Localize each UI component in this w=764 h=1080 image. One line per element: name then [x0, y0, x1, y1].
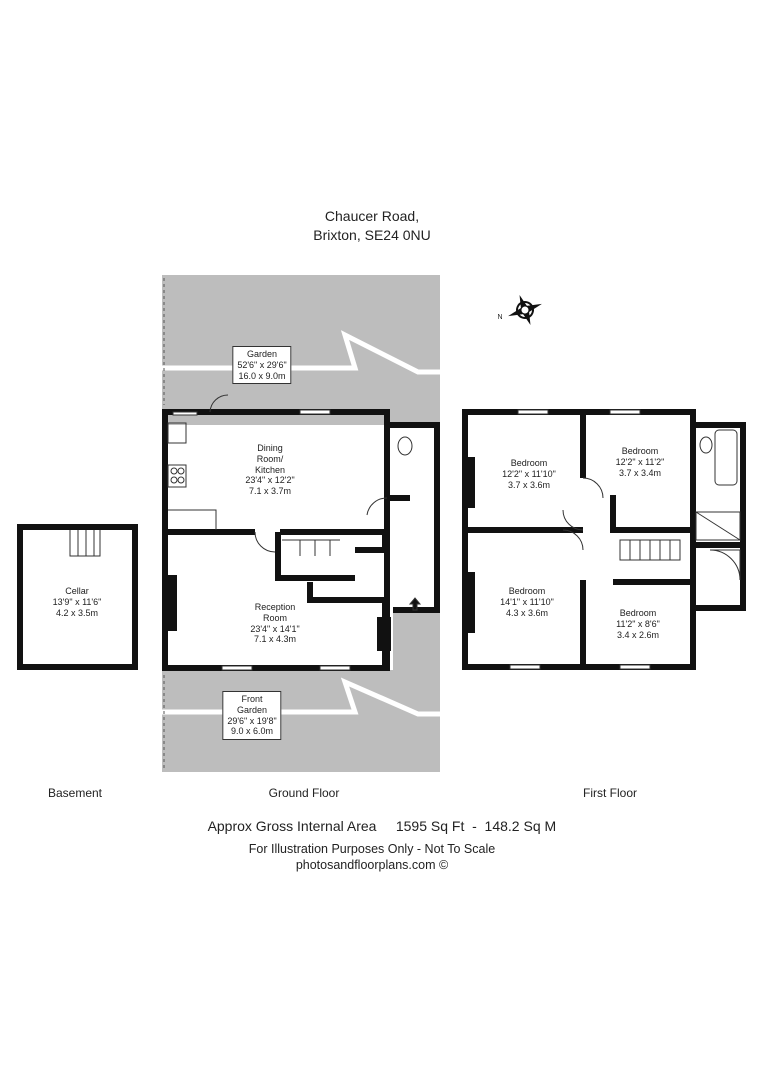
- room-metric: 4.3 x 3.6m: [505, 607, 549, 618]
- room-imperial: 13'9" x 11'6": [52, 596, 102, 607]
- room-name: Room: [262, 612, 288, 623]
- room-name: Bedroom: [619, 608, 657, 618]
- room-imperial: 11'2" x 8'6": [616, 618, 660, 629]
- room-name: Garden: [236, 704, 268, 715]
- room-metric: 16.0 x 9.0m: [238, 370, 286, 381]
- area-value: 1595 Sq Ft - 148.2 Sq M: [395, 818, 557, 834]
- front-garden: [162, 612, 440, 772]
- first-floor-fixtures: [509, 409, 741, 670]
- room-name: Kitchen: [254, 464, 286, 475]
- room-imperial: 23'4" x 12'2": [245, 475, 295, 486]
- room-name: Room/: [256, 453, 284, 464]
- room-imperial: 14'1" x 11'10": [500, 596, 554, 607]
- room-label-cellar: Cellar 13'9" x 11'6" 4.2 x 3.5m: [53, 586, 102, 618]
- floor-label-ground: Ground Floor: [268, 786, 340, 800]
- footer-credit: photosandfloorplans.com ©: [295, 858, 449, 872]
- ground-floor-fixtures: [167, 394, 422, 671]
- room-metric: 3.4 x 2.6m: [616, 629, 660, 640]
- footer-disclaimer: For Illustration Purposes Only - Not To …: [248, 842, 496, 856]
- room-name: Garden: [246, 349, 278, 359]
- compass-north-label: N: [497, 314, 503, 321]
- compass-icon: [508, 294, 542, 326]
- floor-label-first: First Floor: [583, 786, 637, 800]
- cellar-walls: [17, 524, 138, 670]
- room-name: Dining: [257, 443, 283, 453]
- cellar-stairs: [69, 530, 101, 557]
- room-name: Bedroom: [508, 586, 546, 596]
- room-imperial: 52'6" x 29'6": [237, 359, 287, 370]
- room-name: Bedroom: [510, 458, 548, 468]
- back-garden: [162, 275, 440, 425]
- room-metric: 7.1 x 3.7m: [248, 486, 292, 497]
- floor-label-basement: Basement: [47, 786, 103, 800]
- room-name: Front: [241, 694, 263, 704]
- room-label-dining-kitchen: Dining Room/ Kitchen 23'4" x 12'2" 7.1 x…: [245, 443, 294, 497]
- first-floor-walls: [462, 409, 746, 670]
- room-imperial: 29'6" x 19'8": [227, 715, 277, 726]
- room-name: Bedroom: [621, 446, 659, 456]
- room-label-reception: Reception Room 23'4" x 14'1" 7.1 x 4.3m: [250, 602, 299, 645]
- area-label: Approx Gross Internal Area: [207, 818, 377, 834]
- room-metric: 3.7 x 3.4m: [618, 467, 662, 478]
- room-metric: 7.1 x 4.3m: [253, 634, 297, 645]
- room-label-garden: Garden 52'6" x 29'6" 16.0 x 9.0m: [232, 346, 292, 385]
- room-metric: 9.0 x 6.0m: [230, 726, 274, 737]
- room-name: Reception: [254, 602, 296, 612]
- address-line-2: Brixton, SE24 0NU: [313, 227, 431, 243]
- address-line-1: Chaucer Road,: [324, 208, 420, 224]
- room-imperial: 23'4" x 14'1": [250, 623, 300, 634]
- room-label-front-garden: Front Garden 29'6" x 19'8" 9.0 x 6.0m: [222, 691, 282, 741]
- room-metric: 4.2 x 3.5m: [55, 607, 99, 618]
- room-label-bedroom-4: Bedroom 11'2" x 8'6" 3.4 x 2.6m: [616, 608, 660, 640]
- room-name: Cellar: [65, 586, 89, 596]
- room-imperial: 12'2" x 11'2": [615, 456, 665, 467]
- room-label-bedroom-1: Bedroom 12'2" x 11'10" 3.7 x 3.6m: [502, 458, 556, 490]
- room-metric: 3.7 x 3.6m: [507, 479, 551, 490]
- room-label-bedroom-2: Bedroom 12'2" x 11'2" 3.7 x 3.4m: [616, 446, 665, 478]
- room-label-bedroom-3: Bedroom 14'1" x 11'10" 4.3 x 3.6m: [500, 586, 554, 618]
- room-imperial: 12'2" x 11'10": [502, 468, 556, 479]
